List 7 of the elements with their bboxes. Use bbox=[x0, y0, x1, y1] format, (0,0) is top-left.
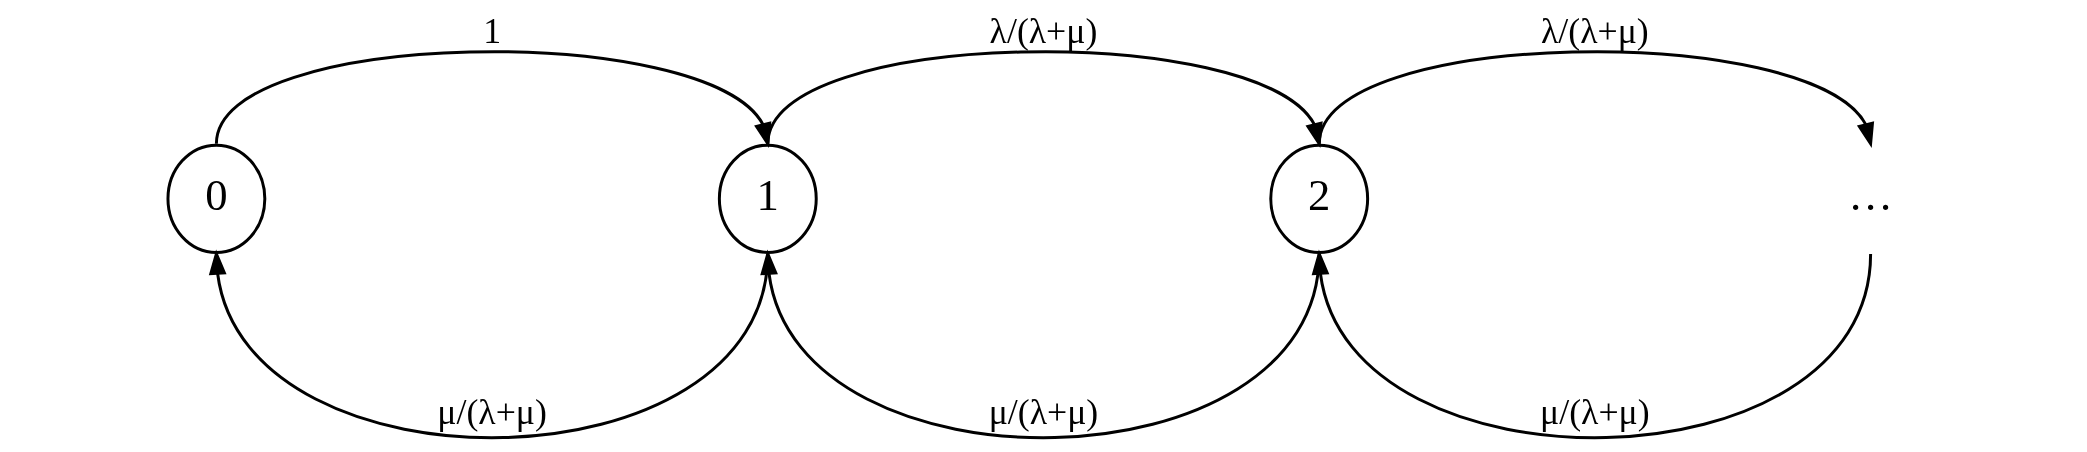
node-text: … bbox=[1848, 169, 1893, 220]
edge-label: μ/(λ+μ) bbox=[437, 392, 547, 433]
edge-label: μ/(λ+μ) bbox=[1540, 392, 1650, 433]
edge-label: λ/(λ+μ) bbox=[1541, 10, 1649, 51]
edge-label: μ/(λ+μ) bbox=[988, 392, 1099, 433]
edge-label: 1 bbox=[483, 10, 502, 51]
edge-label: λ/(λ+μ) bbox=[989, 10, 1098, 51]
